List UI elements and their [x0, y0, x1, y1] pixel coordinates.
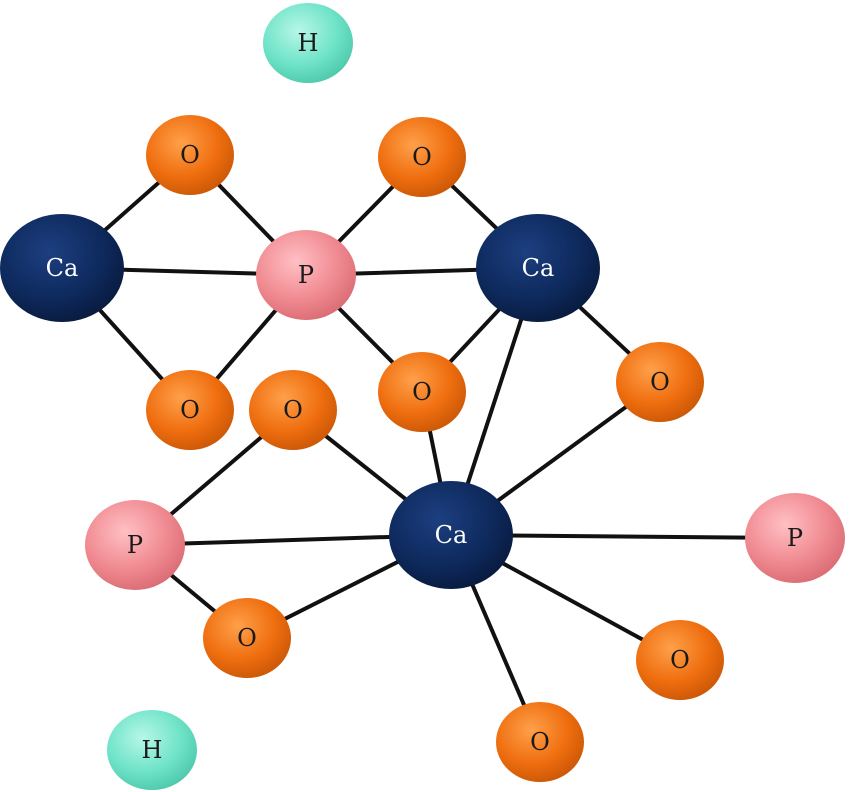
hydrogen-sphere	[263, 3, 353, 83]
atom-oxygen-o3: O	[146, 370, 234, 450]
oxygen-label: O	[283, 396, 303, 424]
oxygen-label: O	[530, 728, 550, 756]
calcium-sphere	[389, 481, 513, 589]
atom-oxygen-o2: O	[378, 117, 466, 197]
oxygen-label: O	[180, 396, 200, 424]
oxygen-sphere	[496, 702, 584, 782]
oxygen-label: O	[237, 624, 257, 652]
atom-oxygen-o8: O	[636, 620, 724, 700]
oxygen-sphere	[203, 598, 291, 678]
atom-calcium-ca2: Ca	[476, 214, 600, 322]
atom-calcium-ca3: Ca	[389, 481, 513, 589]
oxygen-sphere	[378, 352, 466, 432]
phosphorus-label: P	[127, 531, 143, 559]
atom-oxygen-o9: O	[496, 702, 584, 782]
atom-oxygen-o7: O	[203, 598, 291, 678]
atom-hydrogen-h1: H	[263, 3, 353, 83]
phosphorus-sphere	[745, 493, 845, 583]
oxygen-label: O	[650, 368, 670, 396]
hydrogen-sphere	[107, 710, 197, 790]
atom-oxygen-o4: O	[249, 370, 337, 450]
calcium-label: Ca	[522, 254, 555, 282]
calcium-sphere	[476, 214, 600, 322]
oxygen-sphere	[636, 620, 724, 700]
atom-oxygen-o6: O	[616, 342, 704, 422]
calcium-sphere	[0, 214, 124, 322]
oxygen-label: O	[670, 646, 690, 674]
atom-calcium-ca1: Ca	[0, 214, 124, 322]
oxygen-label: O	[412, 378, 432, 406]
hydrogen-label: H	[298, 29, 319, 57]
phosphorus-sphere	[85, 500, 185, 590]
oxygen-sphere	[616, 342, 704, 422]
oxygen-sphere	[146, 115, 234, 195]
atom-phosphorus-p1: P	[256, 230, 356, 320]
oxygen-sphere	[146, 370, 234, 450]
atom-oxygen-o5: O	[378, 352, 466, 432]
calcium-label: Ca	[46, 254, 79, 282]
oxygen-label: O	[180, 141, 200, 169]
atom-oxygen-o1: O	[146, 115, 234, 195]
atom-phosphorus-p2: P	[85, 500, 185, 590]
oxygen-sphere	[249, 370, 337, 450]
hydrogen-label: H	[142, 736, 163, 764]
phosphorus-sphere	[256, 230, 356, 320]
calcium-label: Ca	[435, 521, 468, 549]
atom-phosphorus-p3: P	[745, 493, 845, 583]
oxygen-label: O	[412, 143, 432, 171]
phosphorus-label: P	[787, 524, 803, 552]
atom-hydrogen-h2: H	[107, 710, 197, 790]
phosphorus-label: P	[298, 261, 314, 289]
oxygen-sphere	[378, 117, 466, 197]
